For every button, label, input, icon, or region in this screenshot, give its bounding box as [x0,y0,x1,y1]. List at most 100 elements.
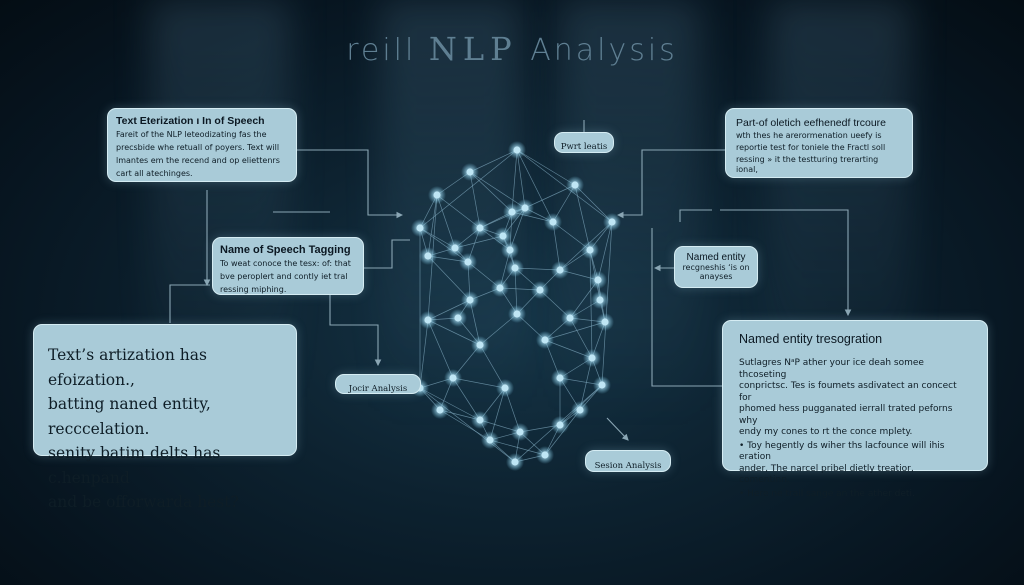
joint-analysis-label: Jocir Analysis [348,384,408,394]
network-edge [544,321,606,341]
network-node [454,314,462,322]
network-edge [419,387,481,421]
summary-line: and be offorwarda hest? [48,493,239,511]
network-node [601,318,609,326]
network-node [424,316,432,324]
ner-box: Named entity tresogration Sutlagres NᵃP … [722,320,988,499]
text-tokenization-line: lmantes em the recend and op eliettenrs [116,156,280,165]
ner-lead: Sutlagres NᵃP ather your ice deah somee … [739,358,971,439]
network-node [486,436,494,444]
pos-extraction-line: reportie test for toniele the Fractl sol… [736,143,886,152]
ner-bullet-line: • Toy hegently ds wiher ths lacfounce wi… [739,440,945,463]
network-edge [516,149,526,209]
summary-line: Text’s artization has efoization., [48,346,207,389]
network-node [451,244,459,252]
network-node [571,181,579,189]
network-edge [419,227,469,263]
pos-tagging-heading: Name of Speech Tagging [220,244,351,256]
ner-lead-line: endy my cones to rt the conce mplety. [739,427,913,437]
network-node [416,224,424,232]
network-node [541,451,549,459]
pos-extraction-line: ressing » it the testturing trerarting i… [736,155,879,174]
network-node [556,266,564,274]
pos-tag-label: Pwrt leatis [560,142,608,152]
network-edge [469,171,526,209]
network-node [516,428,524,436]
connector-line [297,149,404,219]
ner-heading: Named entity tresogration [739,332,883,346]
network-node [576,406,584,414]
network-edge [489,387,506,441]
ner-lead-line: Sutlagres NᵃP ather your ice deah somee … [739,358,924,380]
text-tokenization-box: Text Eterization ı In of Speech Fareit o… [107,108,297,182]
network-node [566,314,574,322]
connector-line [329,280,382,367]
named-entity-box: Named entity recgneshis ʻis on anayses [674,246,758,288]
network-node [464,258,472,266]
ner-bullet-line: comentinn. [739,475,790,485]
pos-tagging-line: To weat conoce the tesx: of: that [220,259,351,268]
summary-line: batting naned entity, recccelation. [48,395,211,438]
network-node [511,458,519,466]
named-entity-line: anayses [699,272,733,281]
title-main: NLP [428,30,518,68]
network-node [586,246,594,254]
page-title: reill NLP Analysis [0,30,1024,68]
network-node [521,204,529,212]
network-edge [427,319,454,379]
connector-line [606,417,629,441]
ner-bullet: • Toy hegently ds wiher ths lacfounce wi… [739,441,971,487]
network-edge [589,249,593,359]
network-node [436,406,444,414]
network-node [476,416,484,424]
network-node [476,341,484,349]
network-edge [469,171,481,229]
network-node [596,296,604,304]
network-node [536,286,544,294]
network-node [501,384,509,392]
connector-line [364,239,410,269]
connector-line [651,228,722,387]
connector-line [720,209,852,317]
session-analysis-label: Sesion Analysis [594,461,662,471]
pos-tagging-line: ressing miphing. [220,285,287,294]
network-edge [469,171,513,213]
light-beam [560,0,700,420]
pos-extraction-heading: Part-of oletich eefhenedf trcoure [736,117,887,129]
network-node [508,208,516,216]
network-node [496,284,504,292]
network-edge [516,149,613,223]
text-tokenization-heading: Text Eterization ı In of Speech [116,115,265,127]
pos-extraction-box: Part-of oletich eefhenedf trcoure wth th… [725,108,913,178]
connector-line [679,209,712,222]
named-entity-line: recgneshis ʻis on [682,263,750,272]
network-node [511,264,519,272]
pos-extraction-line: wth thes he arerormenation ueefy is [736,131,882,140]
network-node [466,296,474,304]
network-edge [436,194,456,249]
session-analysis-box: Sesion Analysis [585,450,671,472]
named-entity-heading: Named entity [686,252,746,263]
network-node [449,374,457,382]
network-node [549,218,557,226]
network-edge [511,149,518,213]
network-edge [419,319,429,389]
network-node [594,276,602,284]
network-edge [439,409,491,441]
light-beam [380,0,520,420]
network-edge [427,194,438,257]
text-tokenization-line: Fareit of the NLP leteodizating fas the [116,130,267,139]
network-node [466,168,474,176]
network-node [424,252,432,260]
network-edge [419,387,516,463]
network-node [499,232,507,240]
network-node [608,218,616,226]
pos-tag-label-box: Pwrt leatis [554,132,614,153]
ner-bullet: • Here ne trall sange an the ather deti. [739,489,971,501]
title-suffix: Analysis [530,33,678,68]
pos-tagging-box: Name of Speech Tagging To weat conoce th… [212,237,364,295]
network-edge [489,439,546,456]
network-edge [436,194,481,229]
network-node [598,381,606,389]
